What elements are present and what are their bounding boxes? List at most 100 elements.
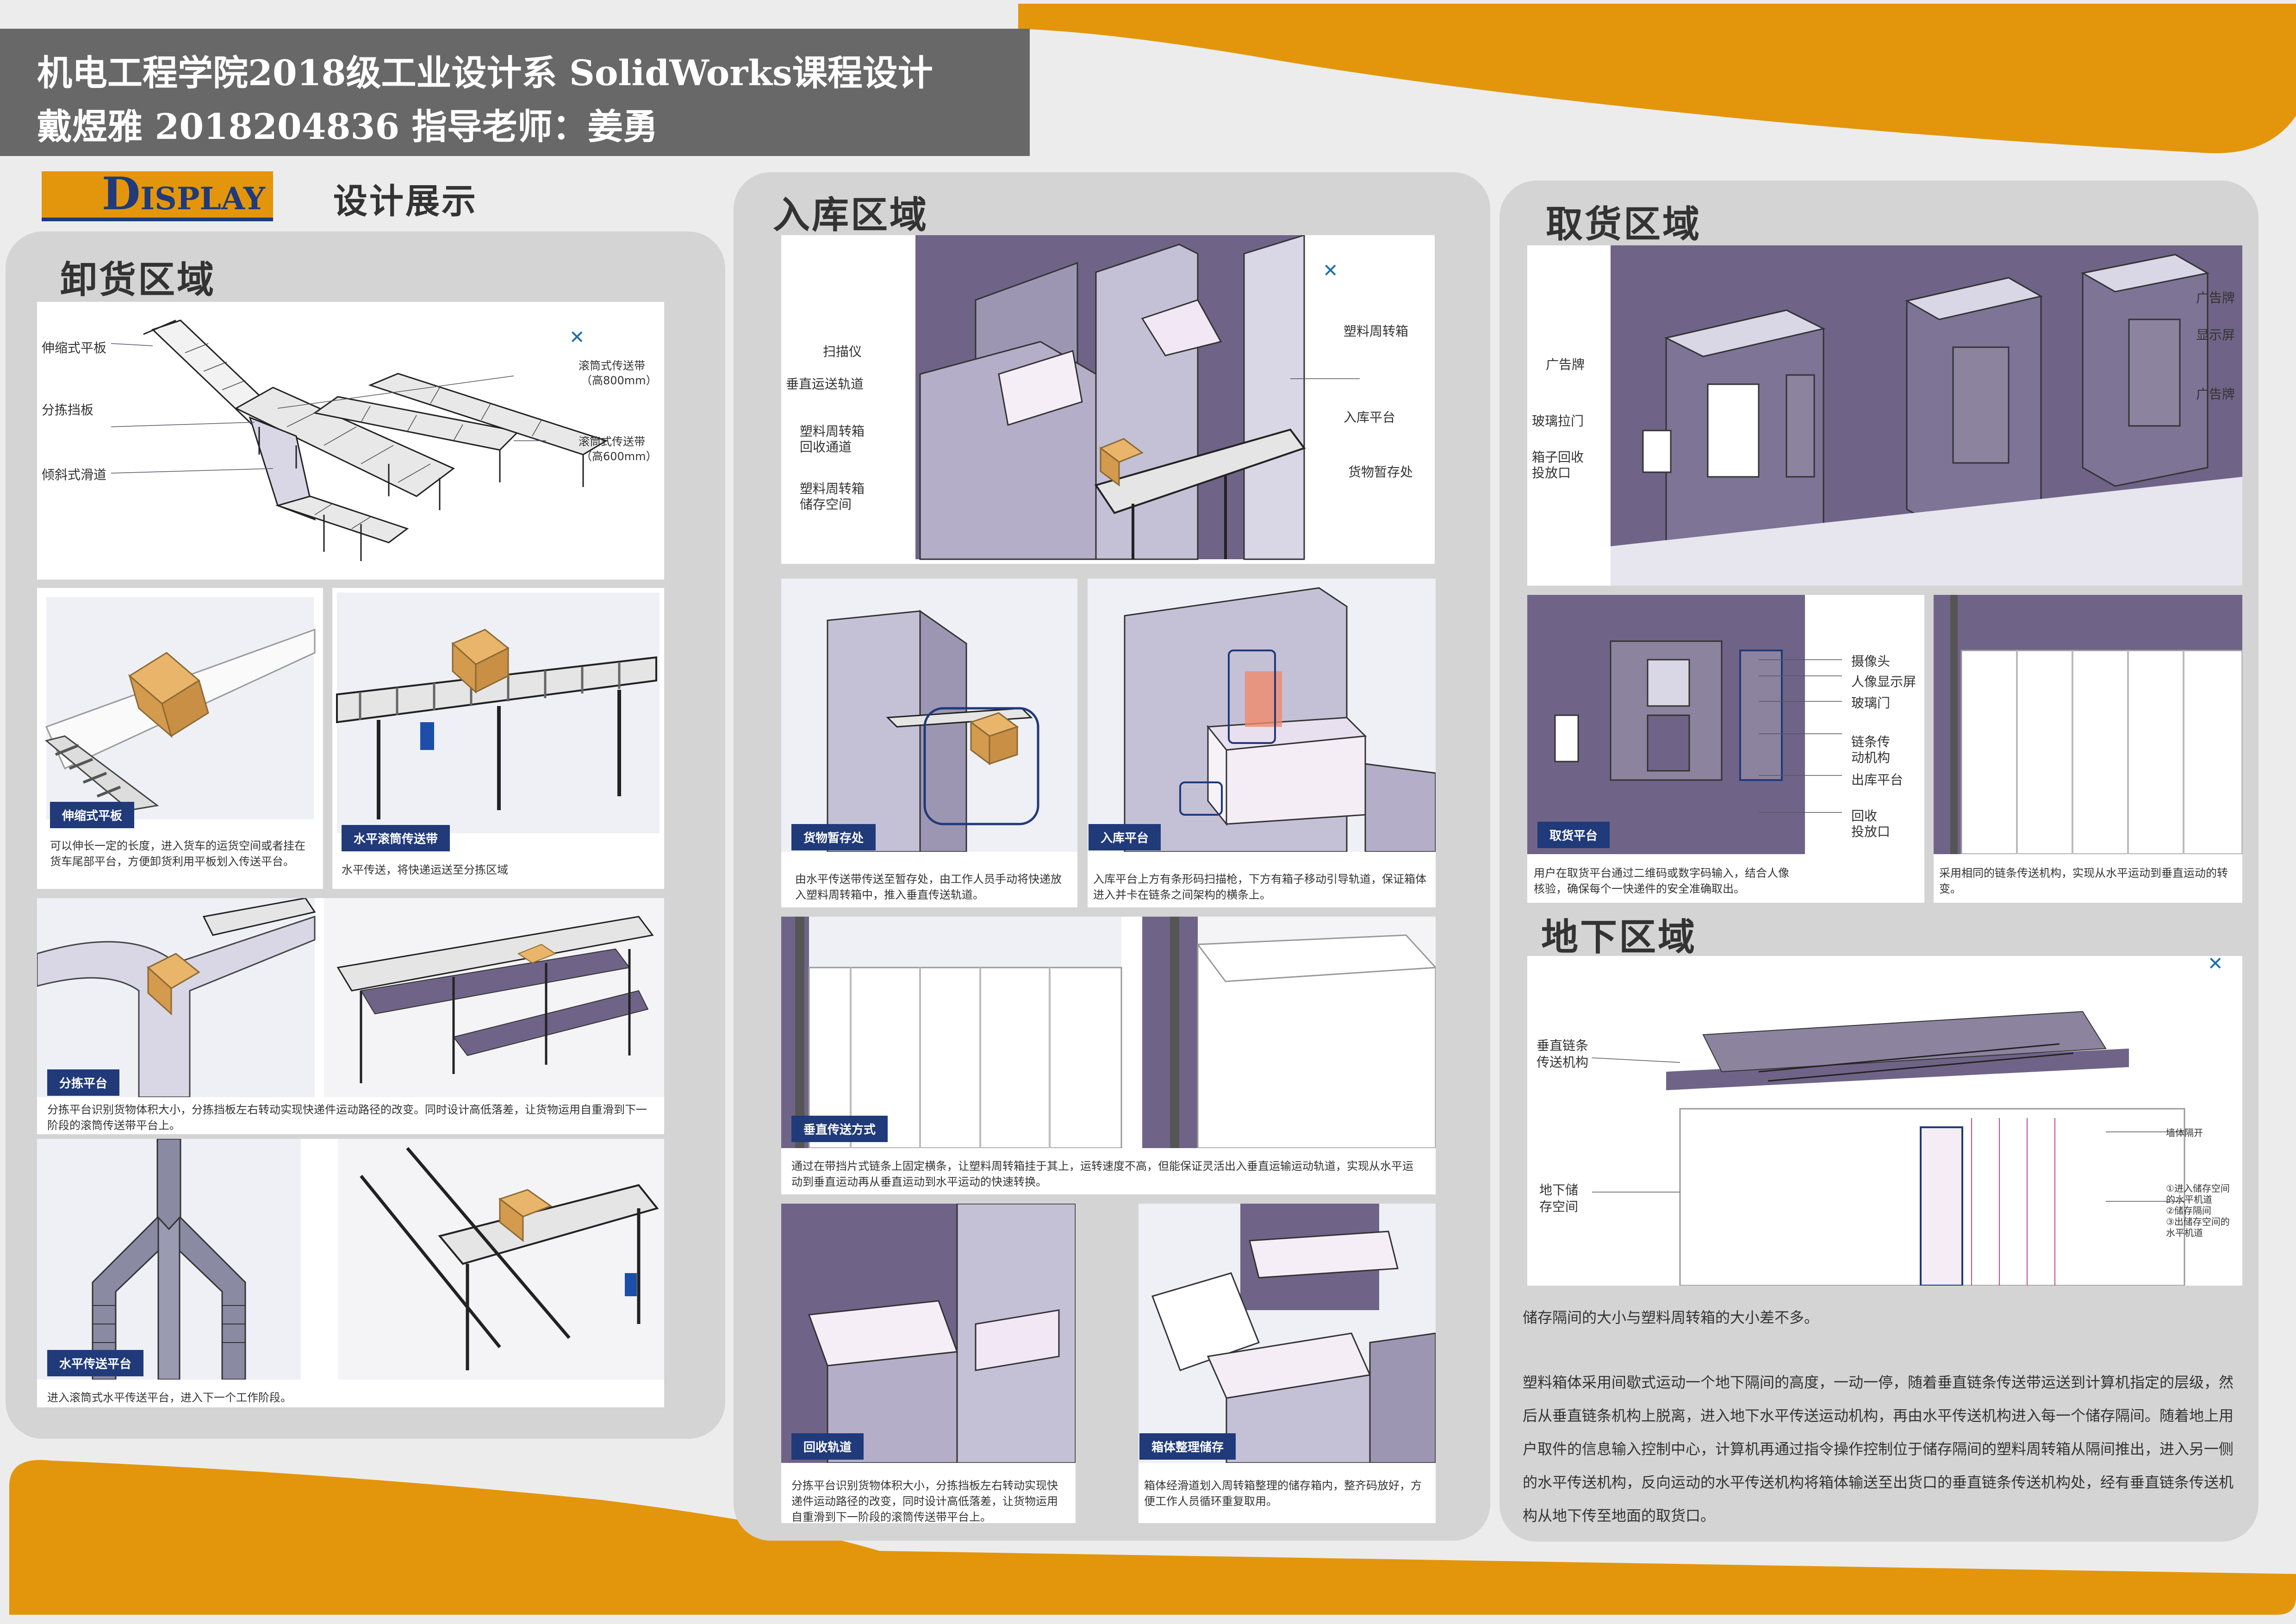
tag-recycle-track: 回收轨道	[791, 1433, 864, 1460]
author-line: 戴煜雅 2018204836 指导老师：姜勇	[37, 106, 658, 147]
label-sorting-baffle: 分拣挡板	[42, 402, 94, 418]
title-bar: 机电工程学院2018级工业设计系 SolidWorks课程设计 戴煜雅 2018…	[0, 29, 1030, 156]
label-scanner: 扫描仪	[823, 344, 862, 359]
label-glass-sliding-door: 玻璃拉门	[1532, 413, 1584, 429]
underground-title: 地下区域	[1541, 916, 1697, 959]
card-temporary-storage: 货物暂存处 由水平传送带传送至暂存处，由工作人员手动将快递放入塑料周转箱中，推入…	[781, 579, 1077, 907]
telescopic-plate-illustration	[44, 597, 316, 819]
label-billboard-right: 广告牌	[2196, 387, 2235, 402]
display-word: DISPLAY	[102, 168, 265, 220]
caption-temporary-storage: 由水平传送带传送至暂存处，由工作人员手动将快递放入塑料周转箱中，推入垂直传送轨道…	[795, 873, 1062, 901]
tag-vertical-transfer: 垂直传送方式	[791, 1116, 888, 1142]
label-height-800: （高800mm）	[581, 374, 657, 387]
display-subtitle: 设计展示	[333, 181, 478, 221]
label-display-screen: 显示屏	[2196, 327, 2235, 343]
caption-recycle-track: 分拣平台识别货物体积大小，分拣挡板左右转动实现快递件运动路径的改变，同时设计高低…	[791, 1479, 1058, 1523]
card-pickup-platform: 摄像头 人像显示屏 玻璃门 链条传 动机构 出库平台 回收 投放口 取货平台 用…	[1527, 595, 1924, 903]
label-billboard-left: 广告牌	[1546, 357, 1585, 372]
underground-main-image: ✕ 垂直链条 传送机构 地下储 存空间 墙体隔开 ①进入储存空间 的水平机道 ②…	[1527, 956, 2242, 1286]
label-recycle: 回收	[1851, 808, 1878, 824]
horizontal-roller-illustration	[336, 593, 660, 833]
label-recycle-channel: 回收通道	[800, 439, 852, 455]
svg-text:✕: ✕	[1323, 260, 1338, 281]
crate-storage-illustration	[1139, 1204, 1436, 1463]
label-chain-drive-1: 链条传	[1851, 734, 1891, 750]
display-initial: D	[102, 168, 141, 220]
label-roller-conveyor-800: 滚筒式传送带	[579, 359, 645, 372]
card-inbound-platform: 入库平台 入库平台上方有条形码扫描枪，下方有箱子移动引导轨道，保证箱体进入并卡在…	[1088, 579, 1436, 907]
underground-illustration: ✕	[1527, 956, 2242, 1286]
tag-sorting-platform: 分拣平台	[47, 1069, 120, 1096]
unloading-title: 卸货区域	[60, 258, 216, 301]
underground-description: 塑料箱体采用间歇式运动一个地下隔间的高度，一动一停，随着垂直链条传送带运送到计算…	[1523, 1374, 2234, 1524]
card-chain-transfer: 采用相同的链条传送机构，实现从水平运动到垂直运动的转变。	[1934, 595, 2242, 903]
label-wall-partition: 墙体隔开	[2166, 1127, 2203, 1138]
label-temporary-storage: 货物暂存处	[1348, 464, 1413, 480]
card-recycle-track: 回收轨道 分拣平台识别货物体积大小，分拣挡板左右转动实现快递件运动路径的改变，同…	[781, 1204, 1076, 1523]
label-vertical-track: 垂直运送轨道	[786, 376, 864, 392]
caption-crate-storage: 箱体经滑道划入周转箱整理的储存箱内，整齐码放好，方便工作人员循环重复取用。	[1144, 1479, 1422, 1508]
label-vertical-chain: 垂直链条	[1537, 1038, 1589, 1053]
display-underline	[42, 218, 273, 221]
label-telescopic-plate: 伸缩式平板	[42, 340, 107, 356]
top-orange-band	[1018, 4, 2296, 153]
label-box-recycle: 箱子回收	[1532, 450, 1584, 465]
label-chain-drive-2: 动机构	[1851, 750, 1891, 765]
label-underground-storage-1: 地下储	[1539, 1182, 1579, 1198]
label-plastic-crate-right: 塑料周转箱	[1344, 324, 1409, 339]
card-horizontal-roller: 水平滚筒传送带 水平传送，将快递运送至分拣区域	[332, 588, 664, 889]
label-inclined-chute: 倾斜式滑道	[42, 467, 107, 482]
label-underground-storage-2: 存空间	[1539, 1199, 1579, 1214]
chain-transfer-illustration	[1934, 595, 2242, 854]
tag-temporary-storage: 货物暂存处	[791, 824, 876, 850]
label-conveyor-mechanism: 传送机构	[1537, 1055, 1589, 1070]
tag-pickup-platform: 取货平台	[1537, 822, 1610, 848]
pickup-title: 取货区域	[1546, 203, 1701, 246]
storage-in-title: 入库区域	[773, 194, 928, 237]
label-plastic-crate-1: 塑料周转箱	[800, 424, 865, 439]
label-height-600: （高600mm）	[581, 450, 657, 463]
card-sorting-platform: 分拣平台 分拣平台识别货物体积大小，分拣挡板左右转动实现快递件运动路径的改变。同…	[37, 898, 664, 1134]
label-entry-channel-2: 的水平机道	[2166, 1194, 2212, 1205]
label-inbound-platform: 入库平台	[1344, 410, 1396, 425]
card-telescopic-plate: 伸缩式平板 可以伸长一定的长度，进入货车的运货空间或者挂在货车尾部平台，方便卸货…	[37, 588, 323, 889]
bottom-orange-band	[9, 1460, 2296, 1615]
sorting-platform-illustration	[37, 898, 664, 1097]
caption-telescopic-plate: 可以伸长一定的长度，进入货车的运货空间或者挂在货车尾部平台，方便卸货利用平板划入…	[50, 839, 305, 868]
caption-horizontal-roller: 水平传送，将快递运送至分拣区域	[342, 863, 508, 876]
label-drop-port: 投放口	[1851, 824, 1891, 839]
label-roller-conveyor-600: 滚筒式传送带	[579, 435, 645, 448]
caption-sorting-platform: 分拣平台识别货物体积大小，分拣挡板左右转动实现快递件运动路径的改变。同时设计高低…	[47, 1103, 647, 1132]
horizontal-platform-illustration	[37, 1139, 664, 1380]
label-storage-space: 储存空间	[800, 497, 852, 512]
caption-chain-transfer: 采用相同的链条传送机构，实现从水平运动到垂直运动的转变。	[1939, 867, 2228, 895]
tag-inbound-platform: 入库平台	[1089, 824, 1161, 850]
pickup-main-image: 广告牌 玻璃拉门 箱子回收 投放口 广告牌 显示屏 广告牌	[1527, 245, 2242, 586]
label-exit-channel-2: 水平机道	[2166, 1227, 2203, 1238]
label-entry-channel-1: ①进入储存空间	[2166, 1183, 2230, 1194]
svg-text:✕: ✕	[569, 327, 585, 348]
label-exit-channel-1: ③出储存空间的	[2166, 1216, 2230, 1227]
recycle-track-illustration	[781, 1204, 1076, 1463]
label-outbound-platform: 出库平台	[1851, 772, 1904, 787]
tag-horizontal-platform: 水平传送平台	[47, 1350, 144, 1376]
label-camera: 摄像头	[1851, 654, 1891, 669]
card-horizontal-platform: 水平传送平台 进入滚筒式水平传送平台，进入下一个工作阶段。	[37, 1139, 664, 1407]
pickup-station-illustration	[1611, 245, 2242, 586]
tag-crate-storage: 箱体整理储存	[1139, 1433, 1236, 1460]
display-badge	[42, 171, 273, 218]
conveyor-layout-illustration: ✕	[111, 319, 608, 561]
label-storage-compartment: ②储存隔间	[2166, 1205, 2211, 1216]
underground-note: 储存隔间的大小与塑料周转箱的大小差不多。	[1523, 1309, 1819, 1326]
caption-horizontal-platform: 进入滚筒式水平传送平台，进入下一个工作阶段。	[47, 1391, 292, 1404]
label-portrait-screen: 人像显示屏	[1851, 674, 1916, 689]
card-vertical-transfer: 垂直传送方式 通过在带挡片式链条上固定横条，让塑料周转箱挂于其上，运转速度不高，…	[781, 917, 1436, 1194]
card-crate-storage: 箱体整理储存 箱体经滑道划入周转箱整理的储存箱内，整齐码放好，方便工作人员循环重…	[1139, 1204, 1436, 1523]
caption-pickup-platform: 用户在取货平台通过二维码或数字码输入，结合人像核验，确保每个一快递件的安全准确取…	[1534, 867, 1789, 895]
unloading-main-image: ✕ 伸缩式平板 分拣挡板 倾斜式滑道 滚筒式传送带 （高800mm） 滚筒式传送…	[37, 302, 664, 580]
label-billboard-top: 广告牌	[2196, 290, 2235, 306]
caption-vertical-transfer: 通过在带挡片式链条上固定横条，让塑料周转箱挂于其上，运转速度不高，但能保证灵活出…	[791, 1160, 1413, 1188]
vertical-transfer-illustration	[781, 917, 1436, 1148]
poster-title: 机电工程学院2018级工业设计系 SolidWorks课程设计	[37, 52, 933, 94]
tag-horizontal-roller: 水平滚筒传送带	[342, 825, 450, 851]
